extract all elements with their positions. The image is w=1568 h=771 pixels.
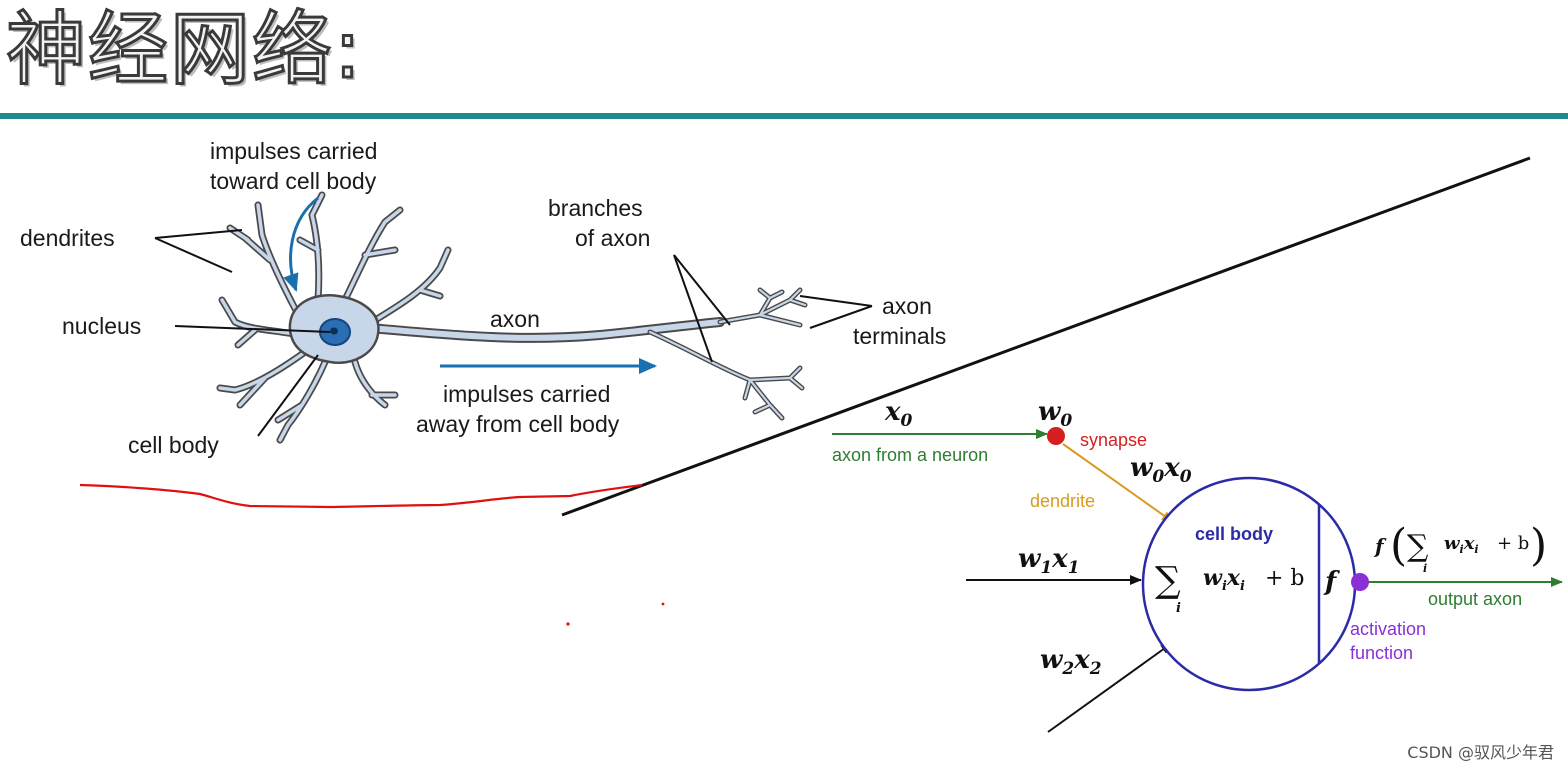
dendrites-fill xyxy=(218,193,450,442)
x0-label: x0 xyxy=(884,397,913,431)
label-impulses-toward-2: toward cell body xyxy=(210,168,377,194)
axon-terminals-fill xyxy=(648,288,807,420)
red-dot-2 xyxy=(566,622,570,626)
activation-dot xyxy=(1351,573,1369,591)
label-impulses-away-1: impulses carried xyxy=(443,381,610,407)
neuron-leader-lines xyxy=(154,229,873,437)
sum-term: wixi xyxy=(1203,565,1245,594)
label-axon-terminals-1: axon xyxy=(882,293,932,319)
label-dendrites: dendrites xyxy=(20,225,115,251)
w0-label: w0 xyxy=(1038,397,1072,431)
output-plus-b: + b xyxy=(1497,533,1529,554)
impulse-toward-arrow xyxy=(283,196,319,292)
output-open-paren: ( xyxy=(1390,520,1407,571)
w0x0-label: w0x0 xyxy=(1130,453,1192,487)
output-sum-term: wixi xyxy=(1444,533,1479,556)
dendrite-arrow xyxy=(1062,443,1174,523)
watermark: CSDN @驭风少年君 xyxy=(1407,743,1554,762)
label-impulses-away-2: away from cell body xyxy=(416,411,620,437)
w2x2-input-arrow xyxy=(1047,642,1173,733)
output-sum-symbol: ∑ xyxy=(1407,529,1429,564)
red-underline-stroke xyxy=(79,483,643,509)
axon-terminals-shape xyxy=(647,287,808,421)
output-close-paren: ) xyxy=(1530,520,1547,571)
activation-label-2: function xyxy=(1350,643,1413,663)
synapse-dot xyxy=(1047,427,1065,445)
title-divider xyxy=(0,113,1568,119)
biological-neuron: impulses carried toward cell body dendri… xyxy=(20,138,946,458)
dendrite-label: dendrite xyxy=(1030,491,1095,511)
output-f: f xyxy=(1373,534,1387,558)
label-impulses-toward-1: impulses carried xyxy=(210,138,377,164)
activation-f-symbol: f xyxy=(1323,567,1340,597)
label-axon: axon xyxy=(490,306,540,332)
w2x2-label: w2x2 xyxy=(1040,645,1102,679)
output-sum-index: i xyxy=(1423,562,1427,575)
label-branches-2: of axon xyxy=(575,225,650,251)
sum-index: i xyxy=(1176,601,1181,616)
sum-plus-b: + b xyxy=(1265,566,1305,591)
label-nucleus: nucleus xyxy=(62,313,141,339)
axon-fill xyxy=(367,319,723,341)
label-axon-terminals-2: terminals xyxy=(853,323,946,349)
diagonal-divider-line xyxy=(561,156,1531,517)
output-axon-label: output axon xyxy=(1428,589,1522,609)
red-dot-1 xyxy=(661,602,665,606)
artificial-neuron-model: x0 w0 synapse axon from a neuron w0x0 de… xyxy=(832,397,1563,733)
w1x1-label: w1x1 xyxy=(1018,544,1080,578)
page-title: 神经网络: xyxy=(5,2,363,98)
sum-symbol: ∑ xyxy=(1155,560,1181,601)
nucleolus-dot xyxy=(330,327,338,335)
model-cell-body-label: cell body xyxy=(1195,524,1273,544)
axon-from-neuron-label: axon from a neuron xyxy=(832,445,988,465)
label-cell-body: cell body xyxy=(128,432,219,458)
label-branches-1: branches xyxy=(548,195,643,221)
synapse-label: synapse xyxy=(1080,430,1147,450)
activation-label-1: activation xyxy=(1350,619,1426,639)
